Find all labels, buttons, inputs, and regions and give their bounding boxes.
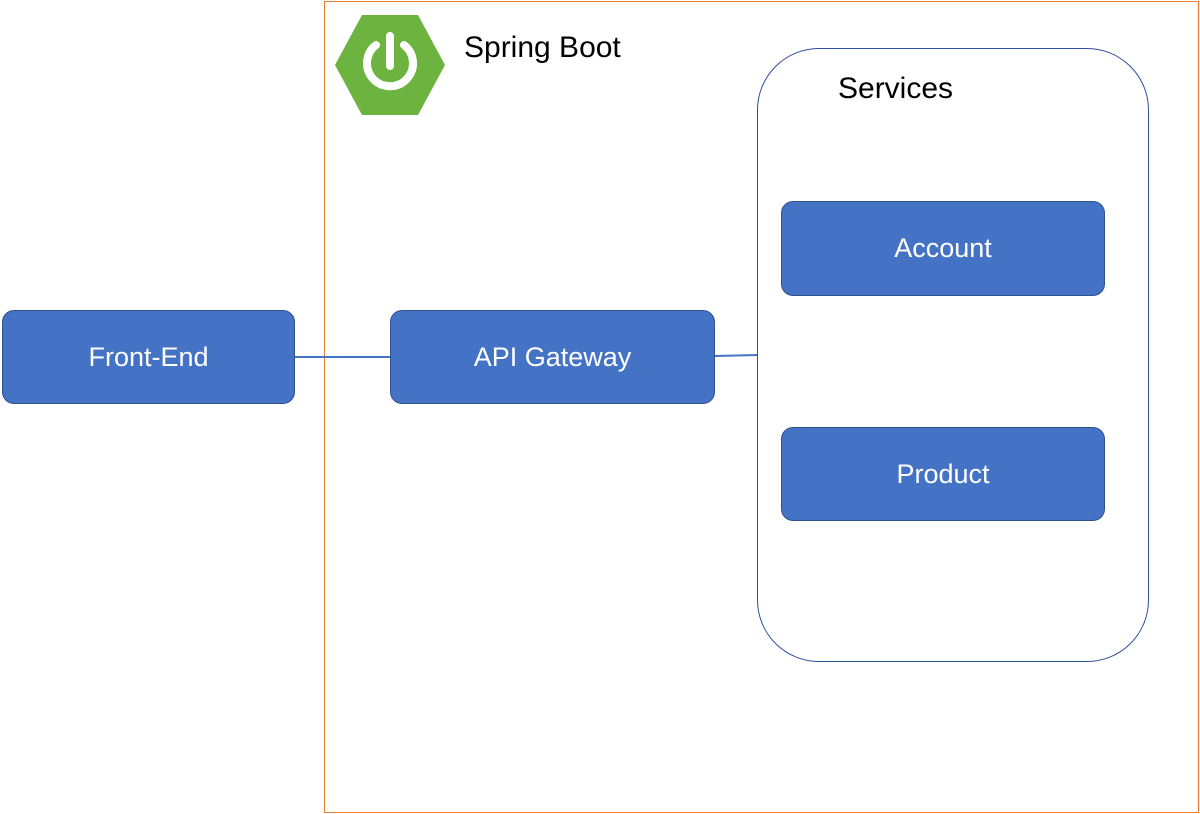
api-gateway-label: API Gateway (473, 341, 632, 372)
product-label: Product (896, 458, 990, 489)
account-label: Account (894, 233, 992, 263)
product-node[interactable]: Product (781, 427, 1105, 521)
services-title: Services (838, 72, 954, 105)
account-node[interactable]: Account (781, 201, 1105, 296)
spring-boot-frame (324, 1, 1199, 813)
services-container (757, 48, 1149, 662)
spring-power-icon (335, 15, 445, 115)
front-end-label: Front-End (88, 341, 209, 372)
spring-boot-title: Spring Boot (464, 31, 621, 64)
spring-logo-power-ring (363, 41, 417, 91)
front-end-node[interactable]: Front-End (2, 310, 295, 404)
api-gateway-node[interactable]: API Gateway (390, 310, 715, 404)
